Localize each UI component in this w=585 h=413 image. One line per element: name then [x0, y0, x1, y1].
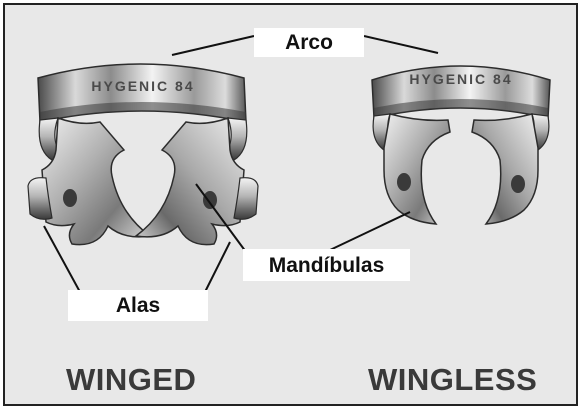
wingless-right-hole	[511, 175, 525, 193]
winged-right-wing	[233, 177, 259, 220]
alas-leader-left	[43, 225, 81, 293]
arco-leader-left	[171, 35, 255, 56]
leader-lines	[43, 35, 439, 293]
mandibulas-leader-right	[329, 211, 411, 251]
wingless-right-jaw	[471, 113, 539, 225]
winged-left-hole	[63, 189, 77, 207]
arco-leader-right	[363, 35, 439, 54]
winged-bow-inner	[40, 102, 246, 122]
wingless-engraving: HYGENIC 84	[409, 71, 512, 87]
winged-caption: WINGED	[66, 362, 197, 397]
winged-left-jaw	[41, 116, 152, 246]
wingless-clamp: HYGENIC 84	[371, 65, 551, 225]
wingless-left-jaw	[383, 113, 451, 225]
mandibulas-callout: Mandíbulas	[243, 249, 410, 281]
winged-clamp: HYGENIC 84	[27, 63, 259, 246]
alas-leader-right	[204, 241, 231, 293]
mandibulas-leader-left	[195, 183, 247, 253]
wingless-bow-inner	[374, 99, 548, 118]
winged-left-wing	[27, 177, 53, 220]
winged-right-hole	[203, 191, 217, 209]
wingless-left-hole	[397, 173, 411, 191]
arco-callout: Arco	[254, 28, 364, 57]
wingless-caption: WINGLESS	[368, 362, 538, 397]
alas-callout: Alas	[68, 290, 208, 321]
winged-engraving: HYGENIC 84	[91, 78, 194, 94]
